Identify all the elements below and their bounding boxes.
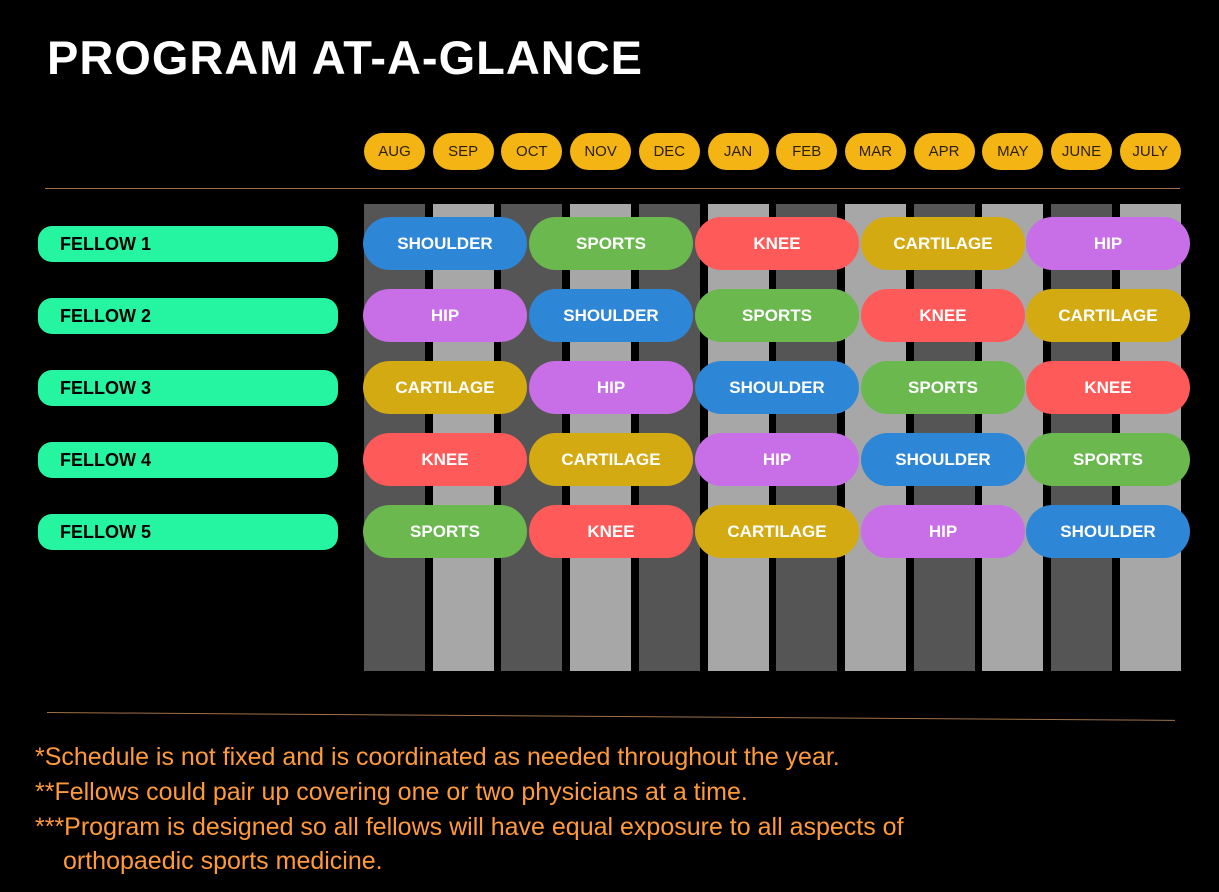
fellow-label-3: FELLOW 3 [38, 370, 338, 406]
rotation-cartilage-pill: CARTILAGE [529, 433, 693, 486]
rotation-knee-pill: KNEE [363, 433, 527, 486]
month-aug: AUG [364, 133, 425, 170]
rotation-shoulder-pill: SHOULDER [695, 361, 859, 414]
rotation-hip-pill: HIP [529, 361, 693, 414]
rotation-cartilage-pill: CARTILAGE [695, 505, 859, 558]
fellow-label-2: FELLOW 2 [38, 298, 338, 334]
fellow-label-4: FELLOW 4 [38, 442, 338, 478]
rotation-shoulder-pill: SHOULDER [363, 217, 527, 270]
rotation-shoulder-pill: SHOULDER [861, 433, 1025, 486]
month-nov: NOV [570, 133, 632, 170]
note-2: **Fellows could pair up covering one or … [35, 778, 748, 806]
rotation-hip-pill: HIP [861, 505, 1025, 558]
page-title: PROGRAM AT-A-GLANCE [47, 31, 644, 84]
rotation-sports-pill: SPORTS [861, 361, 1025, 414]
month-mar: MAR [844, 133, 906, 170]
fellow-label-1: FELLOW 1 [38, 226, 338, 262]
month-may: MAY [982, 133, 1044, 170]
note-1: *Schedule is not fixed and is coordinate… [35, 743, 840, 771]
rotation-sports-pill: SPORTS [363, 505, 527, 558]
rotation-sports-pill: SPORTS [695, 289, 859, 342]
month-july: JULY [1119, 133, 1181, 170]
month-june: JUNE [1051, 133, 1112, 170]
rotation-hip-pill: HIP [695, 433, 859, 486]
rotation-shoulder-pill: SHOULDER [1026, 505, 1190, 558]
rotation-cartilage-pill: CARTILAGE [363, 361, 527, 414]
top-divider [45, 188, 1180, 189]
month-feb: FEB [776, 133, 838, 170]
rotation-knee-pill: KNEE [861, 289, 1025, 342]
month-sep: SEP [432, 133, 494, 170]
note-4: orthopaedic sports medicine. [63, 847, 383, 875]
month-oct: OCT [501, 133, 563, 170]
note-3: ***Program is designed so all fellows wi… [35, 813, 904, 841]
rotation-shoulder-pill: SHOULDER [529, 289, 693, 342]
bottom-divider [46, 712, 1175, 721]
rotation-sports-pill: SPORTS [1026, 433, 1190, 486]
fellow-label-5: FELLOW 5 [38, 514, 338, 550]
rotation-knee-pill: KNEE [695, 217, 859, 270]
month-dec: DEC [638, 133, 700, 170]
month-jan: JAN [707, 133, 769, 170]
rotation-cartilage-pill: CARTILAGE [1026, 289, 1190, 342]
rotation-hip-pill: HIP [363, 289, 527, 342]
rotation-cartilage-pill: CARTILAGE [861, 217, 1025, 270]
month-apr: APR [913, 133, 975, 170]
rotation-knee-pill: KNEE [1026, 361, 1190, 414]
rotation-sports-pill: SPORTS [529, 217, 693, 270]
rotation-hip-pill: HIP [1026, 217, 1190, 270]
rotation-knee-pill: KNEE [529, 505, 693, 558]
